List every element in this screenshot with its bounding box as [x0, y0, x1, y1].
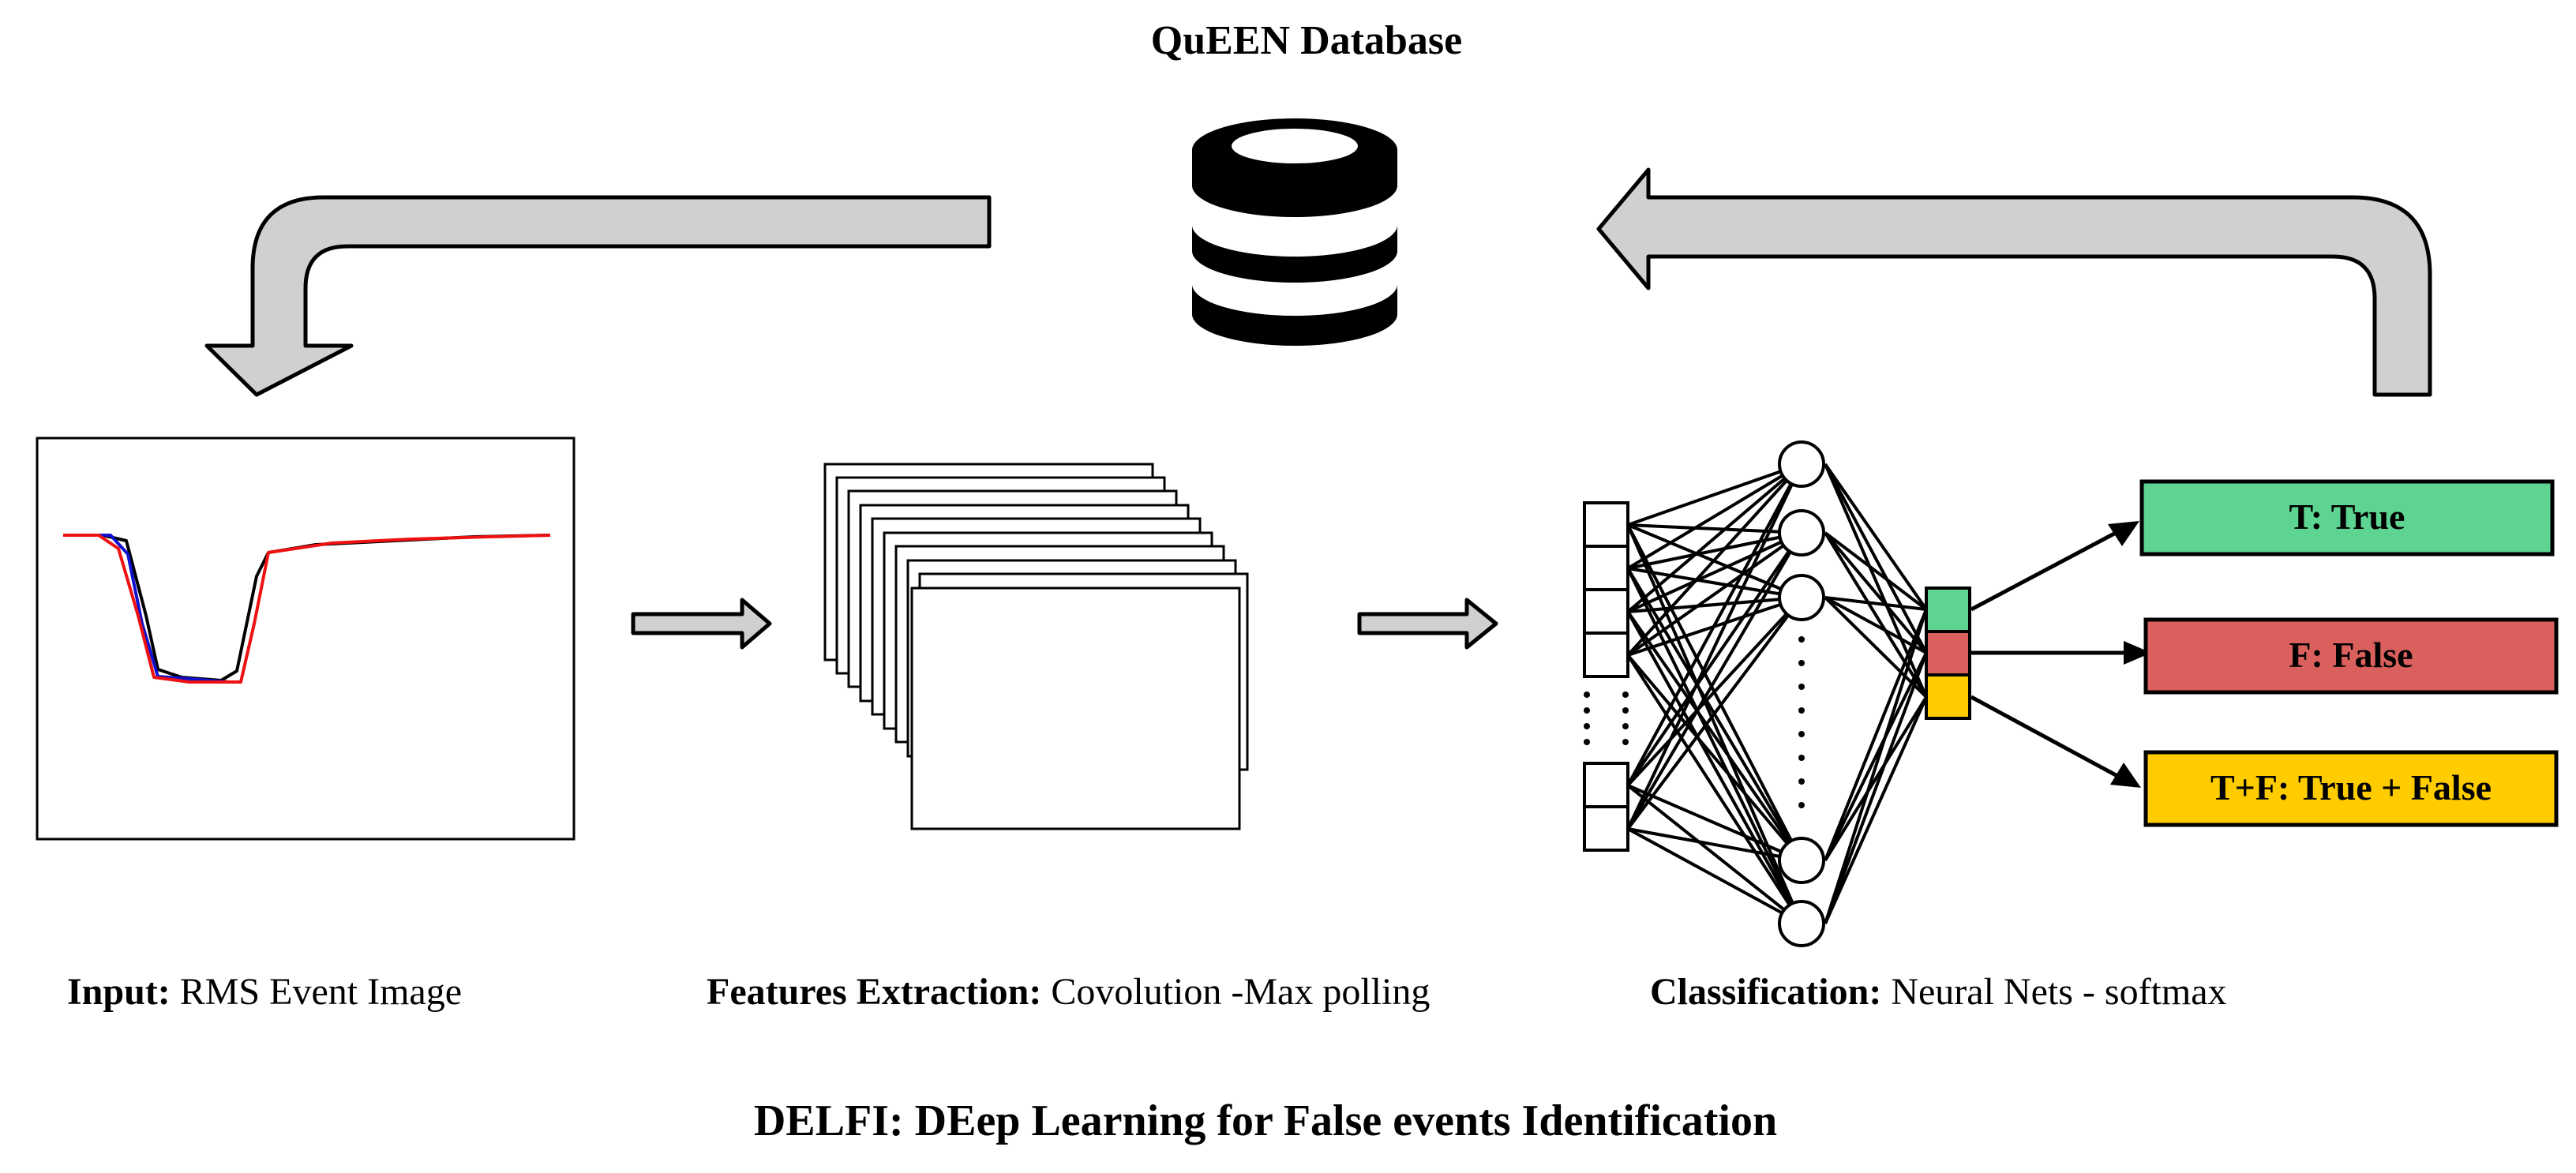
neural-network — [1583, 440, 1971, 947]
softmax-truefalse-cell — [1925, 673, 1971, 720]
nn-softmax-layer — [1925, 586, 1971, 720]
caption-input: Input: RMS Event Image — [20, 971, 490, 1013]
caption-input-bold: Input: — [67, 971, 171, 1013]
feature-map-stack — [823, 463, 1249, 830]
caption-classification: Classification: Neural Nets - softmax — [1603, 971, 2255, 1013]
rms-event-image — [36, 437, 576, 841]
nn-input-layer — [1583, 501, 1629, 852]
database-icon — [1192, 118, 1397, 346]
nn-hidden-layer — [1778, 440, 1825, 947]
feedback-arrow-left — [204, 195, 992, 397]
softmax-true-cell — [1925, 586, 1971, 633]
caption-classification-rest: Neural Nets - softmax — [1881, 971, 2226, 1013]
database-title: QuEEN Database — [1151, 18, 1462, 63]
caption-features-bold: Features Extraction: — [707, 971, 1041, 1013]
nn-input-ellipsis — [1584, 691, 1629, 745]
nn-hidden-ellipsis — [1798, 636, 1805, 808]
caption-features: Features Extraction: Covolution -Max pol… — [659, 971, 1458, 1013]
caption-features-rest: Covolution -Max polling — [1041, 971, 1430, 1013]
softmax-false-cell — [1925, 630, 1971, 676]
output-true-box: T: True — [2139, 479, 2555, 557]
output-false-box: F: False — [2143, 617, 2559, 695]
feedback-arrow-right — [1596, 167, 2432, 397]
output-truefalse-box: T+F: True + False — [2143, 750, 2559, 827]
flow-arrow-2 — [1357, 598, 1498, 650]
trace-blue — [63, 534, 230, 684]
output-arrows — [1970, 521, 2151, 788]
output-false-label: F: False — [2289, 635, 2413, 675]
footer-title: DELFI: DEep Learning for False events Id… — [754, 1096, 1777, 1145]
rms-event-traces — [63, 534, 551, 684]
output-truefalse-label: T+F: True + False — [2210, 767, 2492, 808]
output-true-label: T: True — [2289, 497, 2405, 537]
trace-red — [63, 534, 551, 684]
flow-arrow-1 — [631, 598, 772, 650]
caption-classification-bold: Classification: — [1650, 971, 1881, 1013]
nn-connections — [1626, 463, 1928, 925]
caption-input-rest: RMS Event Image — [171, 971, 462, 1013]
